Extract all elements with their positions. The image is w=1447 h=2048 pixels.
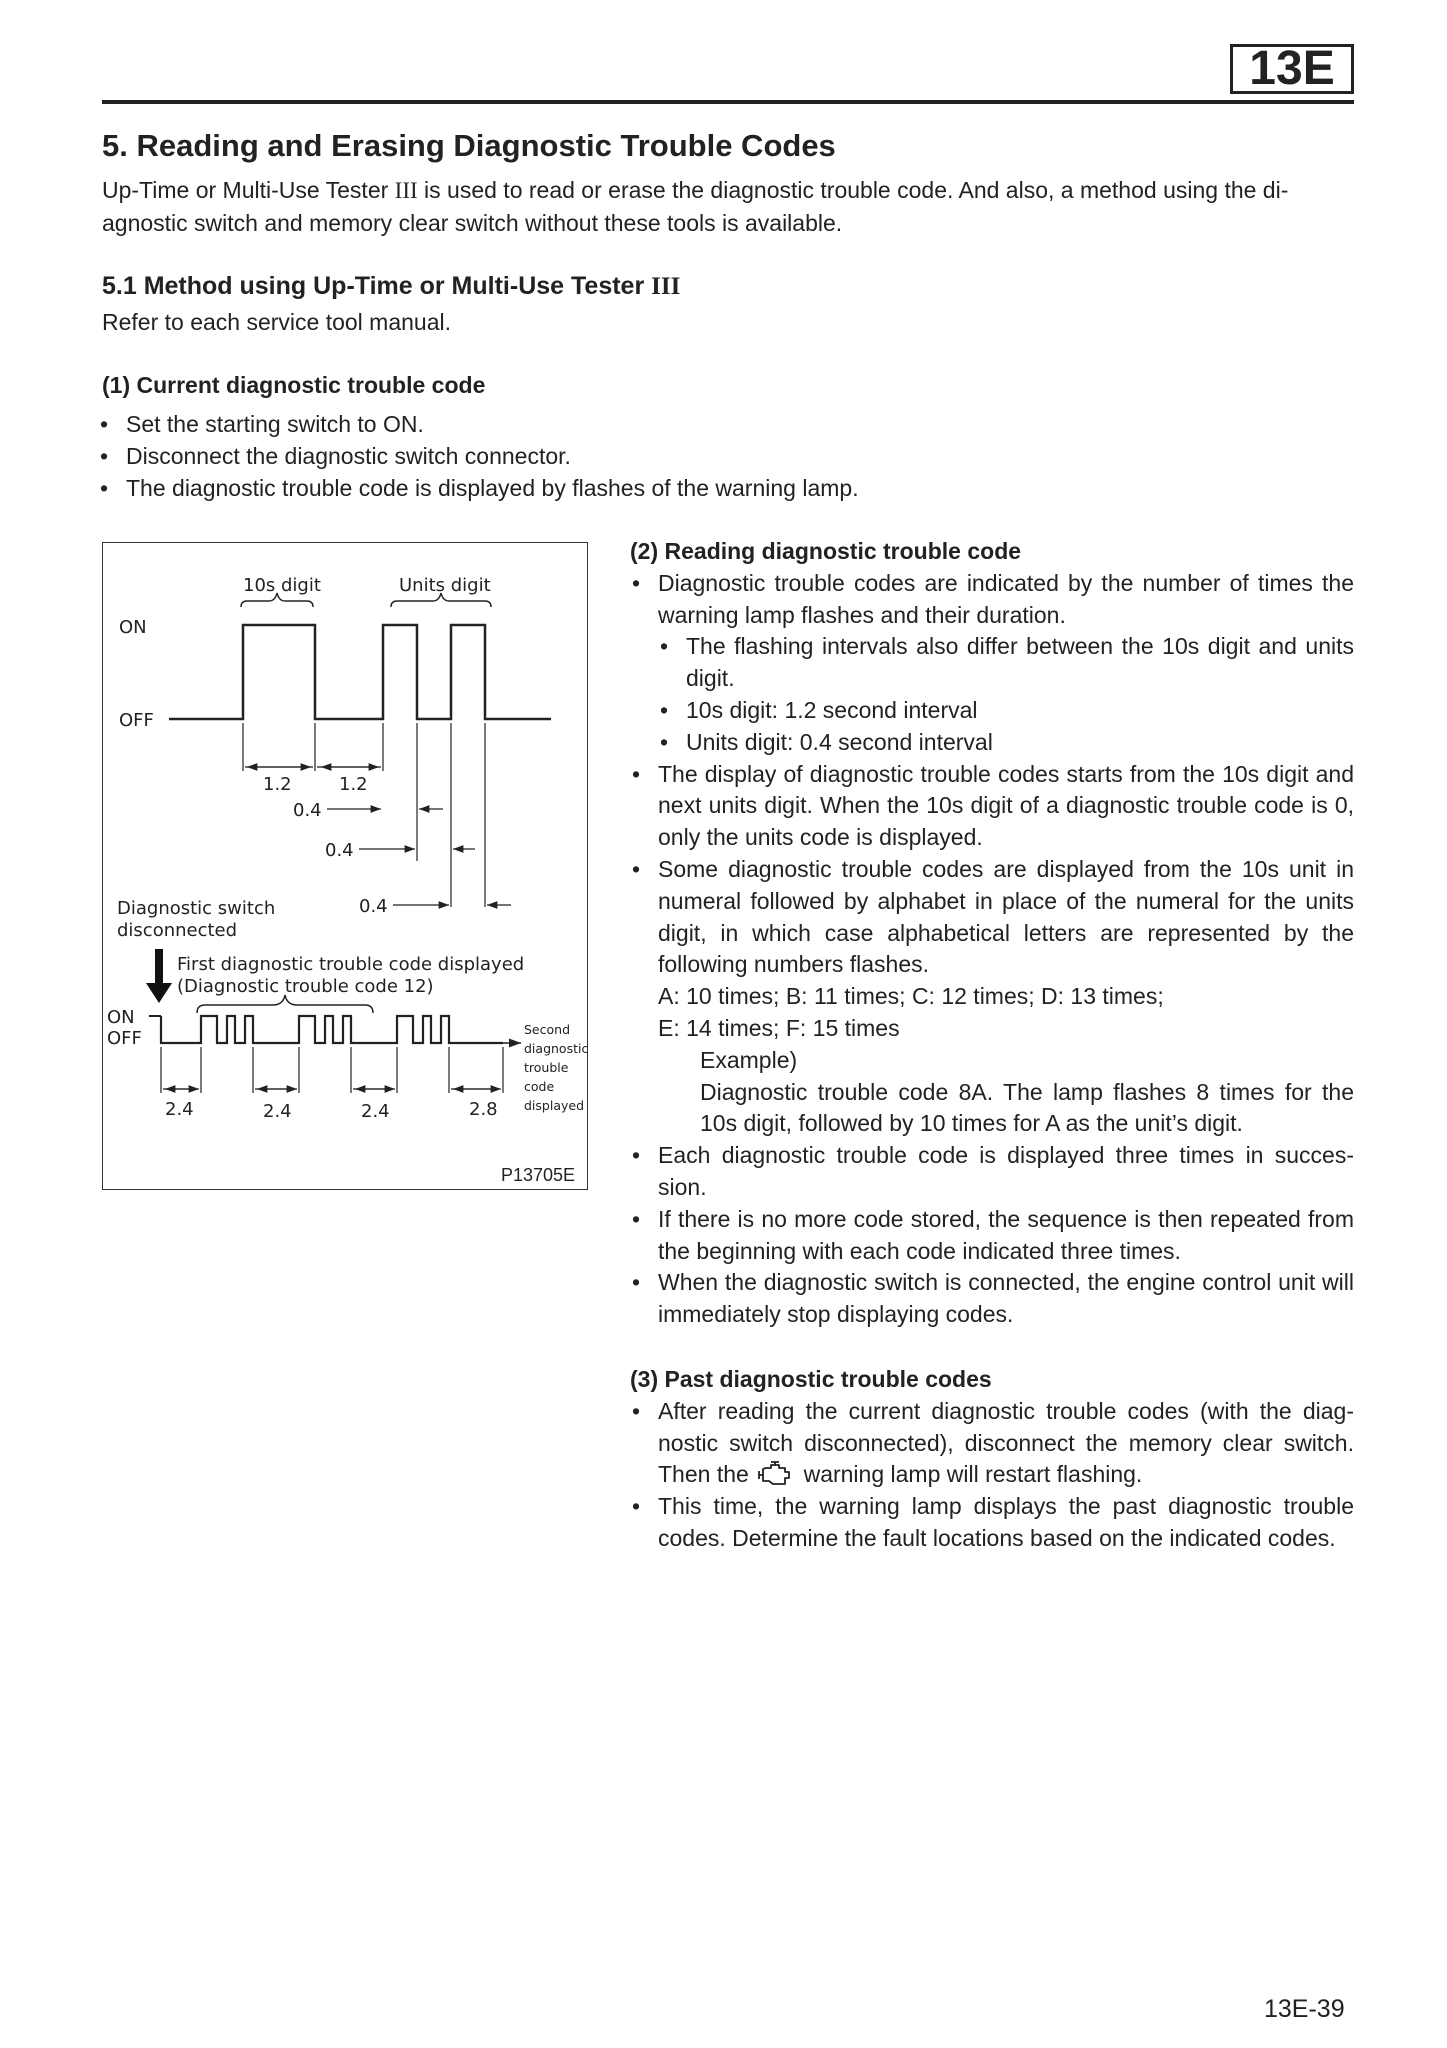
list-item: Disconnect the diagnostic switch connect… [98, 440, 998, 472]
duration-label: 2.4 [263, 1101, 292, 1122]
units-digit-label: Units digit [399, 575, 491, 596]
subsection-title-roman: III [651, 273, 681, 300]
tens-digit-label: 10s digit [243, 575, 321, 596]
interval-label: 1.2 [263, 774, 292, 795]
intro-text-b: is used to read or erase the diagnostic … [417, 177, 1289, 203]
reading-heading: (2) Reading diagnostic trouble code [630, 538, 1022, 564]
list-item: Set the starting switch to ON. [98, 408, 998, 440]
section-tab: 13E [1230, 44, 1354, 94]
duration-label: 2.4 [165, 1099, 194, 1120]
on-label: ON [119, 617, 147, 638]
reading-section: (2) Reading diagnostic trouble code Diag… [630, 536, 1354, 1331]
subsection-title: 5.1 Method using Up-Time or Multi-Use Te… [102, 272, 680, 301]
example-label: Example) [700, 1046, 798, 1073]
letters-line: A: 10 times; B: 11 times; C: 12 times; D… [658, 983, 1164, 1010]
switch-label-1: Diagnostic switch [117, 898, 275, 919]
letters-line: E: 14 times; F: 15 times [658, 1014, 900, 1041]
duration-label: 2.8 [469, 1099, 498, 1120]
intro-roman: III [394, 178, 418, 203]
current-list: Set the starting switch to ON. Disconnec… [98, 408, 998, 504]
page-number: 13E-39 [1264, 1995, 1345, 2023]
list-item: Some diagnostic trouble codes are displa… [630, 854, 1354, 981]
second-code-label: trouble [524, 1060, 569, 1075]
duration-label: 2.4 [361, 1101, 390, 1122]
list-item: When the diagnostic switch is connected,… [630, 1267, 1354, 1331]
list-item: This time, the warning lamp displays the… [630, 1491, 1354, 1555]
timing-diagram-svg: 10s digit Units digit ON OFF 1.2 1.2 0.4… [107, 575, 588, 1185]
example-text: Diagnostic trouble code 8A. The lamp fla… [700, 1078, 1354, 1137]
list-item: After reading the current diagnostic tro… [630, 1396, 1354, 1491]
second-code-label: diagnostic [524, 1041, 588, 1056]
section-intro: Up-Time or Multi-Use Tester III is used … [102, 174, 1354, 239]
list-item: Each diagnostic trouble code is displaye… [630, 1140, 1354, 1204]
subsection-title-text: 5.1 Method using Up-Time or Multi-Use Te… [102, 272, 652, 300]
list-item: If there is no more code stored, the seq… [630, 1204, 1354, 1268]
first-code-label-1: First diagnostic trouble code displayed [177, 954, 524, 975]
list-item: The display of diagnostic trouble codes … [630, 759, 1354, 854]
timing-diagram: 10s digit Units digit ON OFF 1.2 1.2 0.4… [102, 542, 588, 1190]
past-heading: (3) Past diagnostic trouble codes [630, 1366, 992, 1392]
second-code-label: code [524, 1079, 554, 1094]
figure-id: P13705E [501, 1165, 575, 1185]
current-heading: (1) Current diagnostic trouble code [102, 372, 486, 398]
header-rule [102, 100, 1354, 104]
list-item: Units digit: 0.4 second interval [630, 727, 1354, 759]
list-item: 10s digit: 1.2 second interval [630, 695, 1354, 727]
switch-label-2: disconnected [117, 920, 237, 941]
list-item: The diagnostic trouble code is displayed… [98, 472, 998, 504]
interval-label: 0.4 [325, 840, 354, 861]
interval-label: 1.2 [339, 774, 368, 795]
off-label: OFF [119, 710, 154, 731]
section-title: 5. Reading and Erasing Diagnostic Troubl… [102, 128, 836, 163]
past-section: (3) Past diagnostic trouble codes After … [630, 1364, 1354, 1555]
list-item: The flashing intervals also differ betwe… [630, 631, 1354, 695]
interval-label: 0.4 [293, 800, 322, 821]
off-label-2: OFF [107, 1028, 142, 1049]
list-item: Diagnostic trouble codes are indicated b… [630, 568, 1354, 632]
second-code-label: Second [524, 1022, 570, 1037]
second-code-label: displayed [524, 1098, 584, 1113]
first-code-label-2: (Diagnostic trouble code 12) [177, 976, 434, 997]
past-text-b: warning lamp will restart flashing. [797, 1461, 1143, 1488]
intro-text-c: agnostic switch and memory clear switch … [102, 210, 843, 236]
on-label-2: ON [107, 1007, 135, 1028]
subsection-text: Refer to each service tool manual. [102, 309, 452, 335]
engine-warning-icon [758, 1461, 791, 1486]
interval-label: 0.4 [359, 896, 388, 917]
intro-text-a: Up-Time or Multi-Use Tester [102, 177, 395, 203]
past-text-a: After reading the current diagnostic tro… [658, 1397, 1354, 1488]
